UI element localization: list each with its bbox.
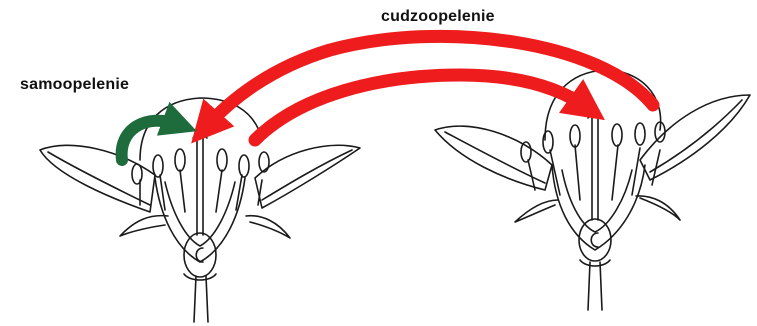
cross-pollination-label: cudzoopelenie bbox=[381, 8, 495, 26]
right-flower-stamens bbox=[521, 122, 665, 200]
left-flower-stamens bbox=[132, 149, 269, 212]
left-flower-petal-right bbox=[255, 145, 360, 208]
right-flower-pistil bbox=[592, 118, 598, 220]
cross-pollination-arrows bbox=[205, 36, 653, 140]
left-flower-stem bbox=[194, 276, 208, 322]
left-flower-pistil bbox=[197, 138, 203, 235]
cross-arrow-inner bbox=[255, 75, 588, 140]
self-pollination-arrow bbox=[122, 121, 180, 160]
right-flower-ovary bbox=[579, 219, 611, 261]
right-flower-stem bbox=[588, 262, 602, 310]
self-pollination-label: samoopelenie bbox=[20, 76, 129, 94]
